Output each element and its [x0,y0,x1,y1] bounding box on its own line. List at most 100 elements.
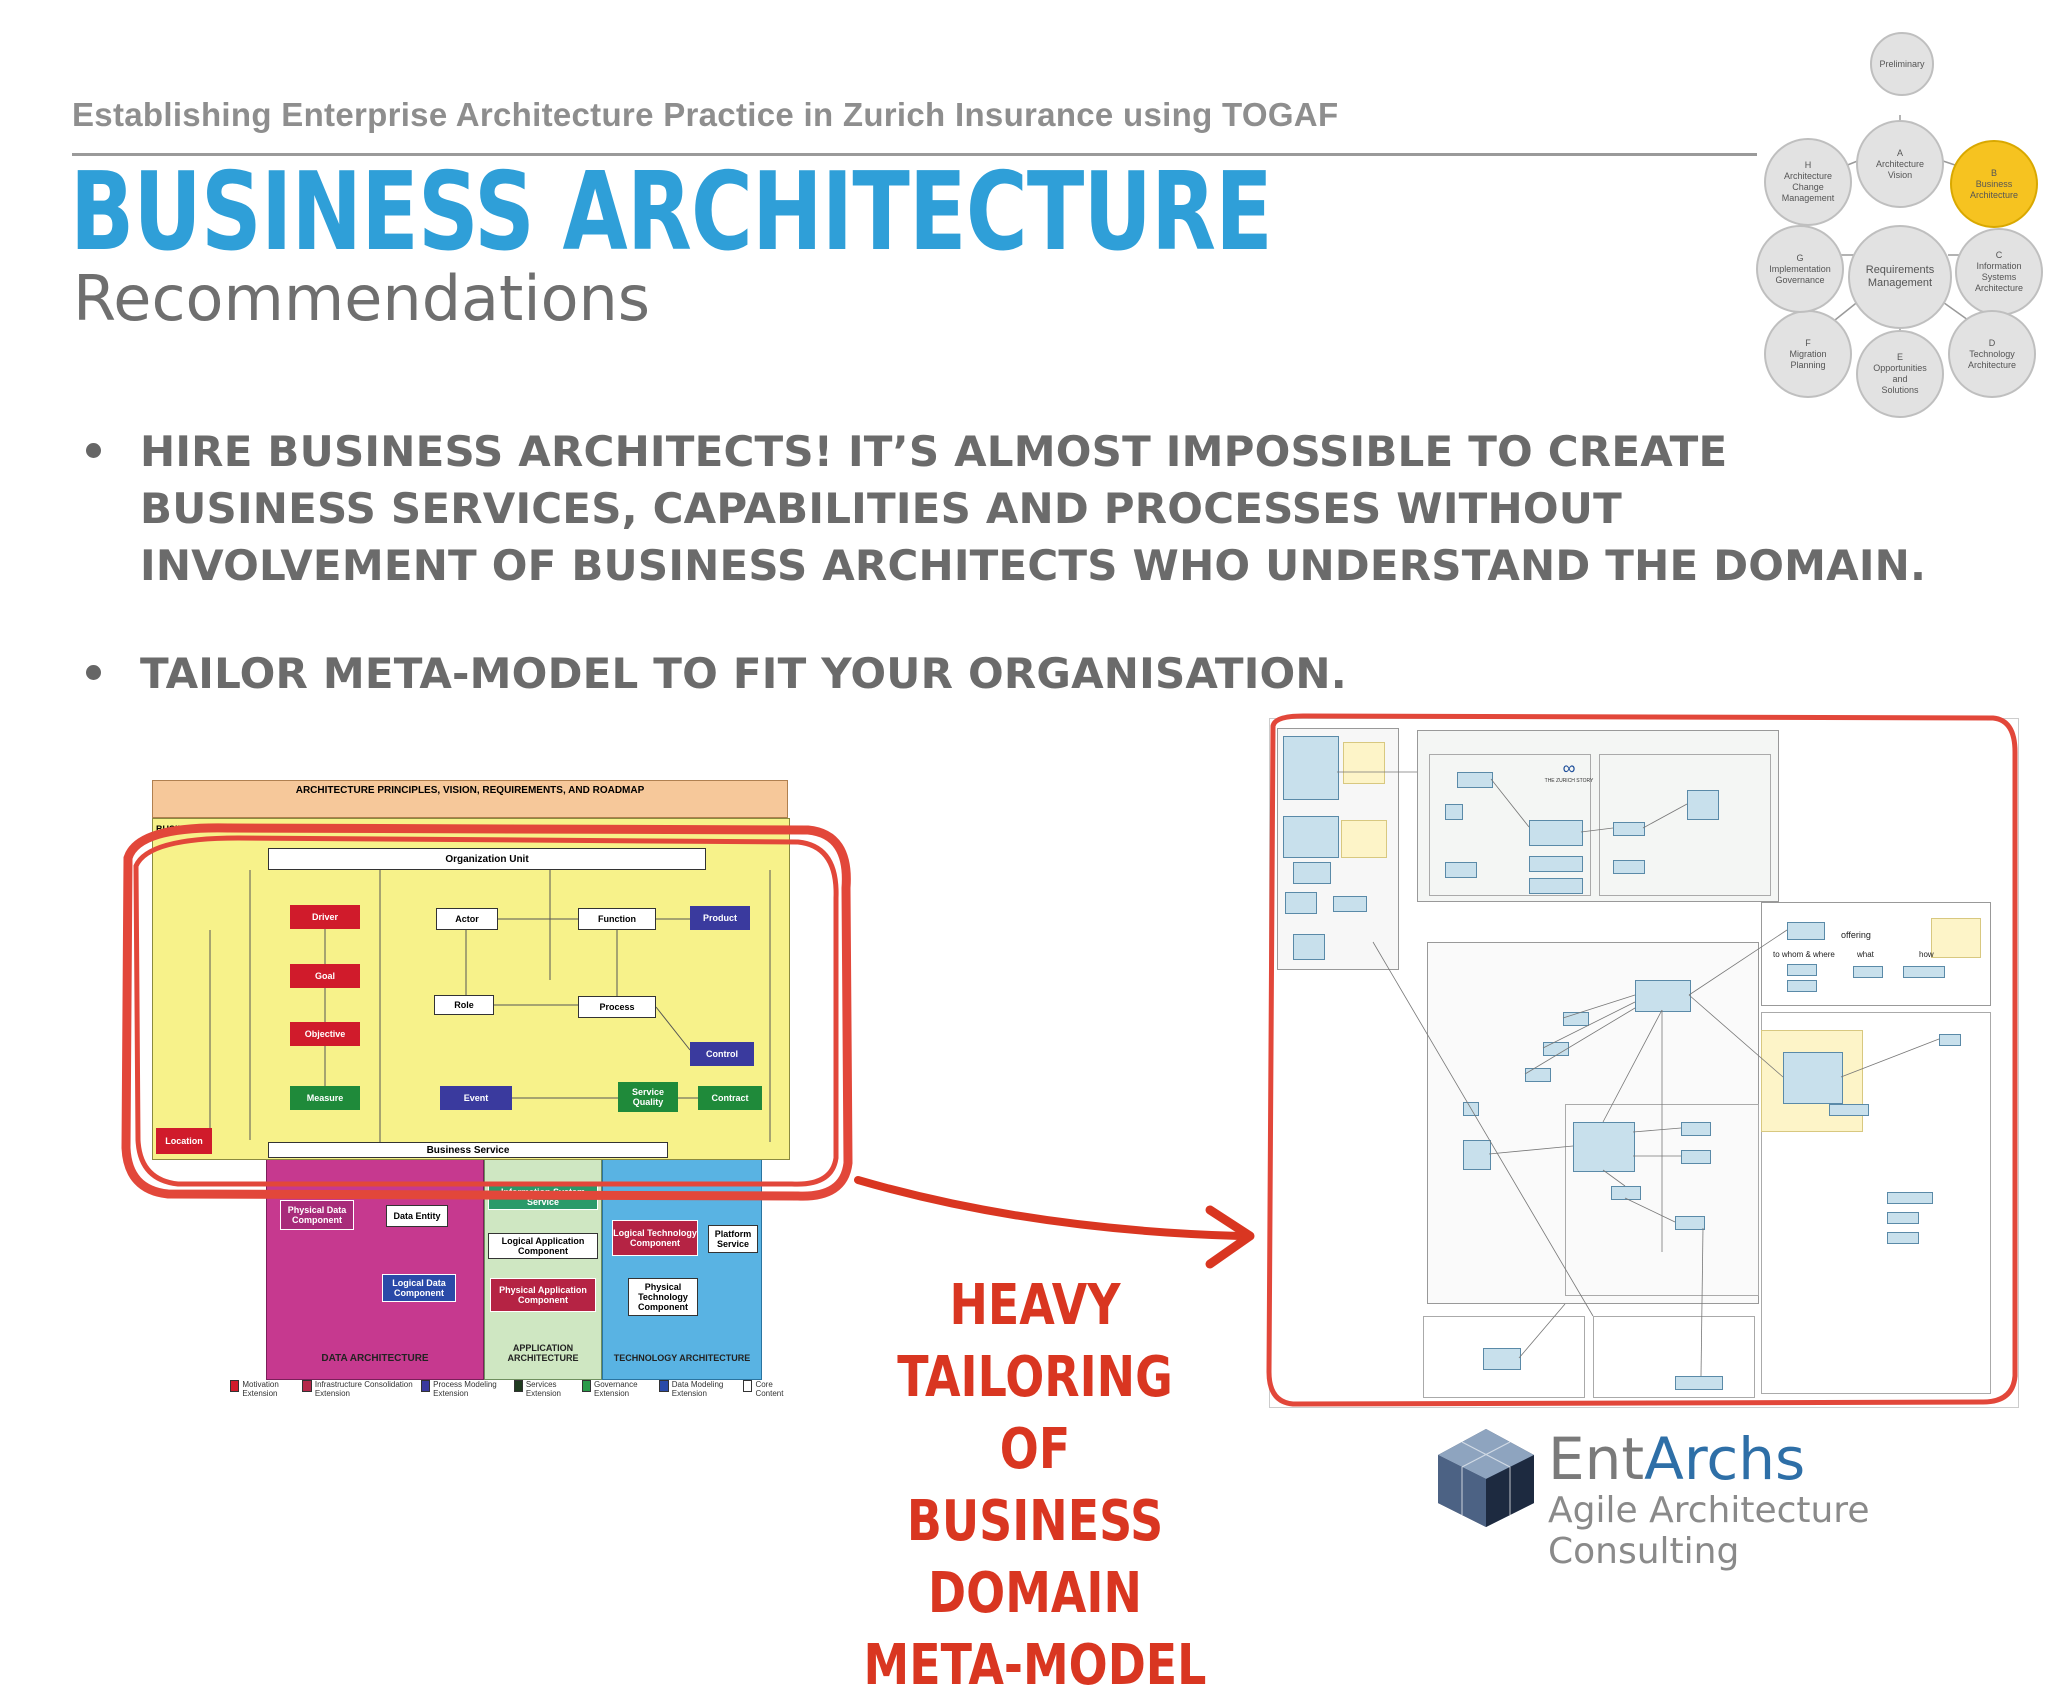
uml-package [1423,1316,1585,1398]
uml-package [1761,902,1991,1006]
header-divider [72,153,1757,156]
uml-class [1939,1034,1961,1046]
entarchs-tagline: Agile Architecture Consulting [1548,1490,1870,1572]
legend-swatch [302,1380,312,1392]
legend-swatch [659,1380,669,1392]
legend-swatch [230,1380,240,1392]
zurich-story-logo: ∞ THE ZURICH STORY [1539,758,1599,784]
bullet-text: HIRE BUSINESS ARCHITECTS! IT’S ALMOST IM… [140,427,1927,590]
zurich-story-text: THE ZURICH STORY [1544,778,1594,784]
legend-label: Data Modeling Extension [671,1380,724,1398]
brand-prefix: Ent [1548,1425,1645,1493]
adm-phase-e: E Opportunities and Solutions [1856,330,1944,418]
uml-class [1787,980,1817,992]
legend-swatch [513,1380,523,1392]
metamodel-function: Function [578,908,656,930]
uml-class [1613,860,1645,874]
uml-class [1853,966,1883,978]
platform-service: Platform Service [708,1225,758,1253]
metamodel-contract: Contract [698,1086,762,1110]
uml-class [1681,1150,1711,1164]
uml-class [1787,964,1817,976]
legend-label: Services Extension [525,1380,561,1398]
technology-architecture-label: TECHNOLOGY ARCHITECTURE [613,1353,751,1363]
adm-phase-c: C Information Systems Architecture [1955,228,2043,316]
adm-phase-a: A Architecture Vision [1856,120,1944,208]
business-service: Business Service [268,1142,668,1158]
uml-label-whom: to whom & where [1773,950,1835,959]
uml-class [1529,878,1583,894]
red-highlight-outline [121,823,853,1201]
tailoring-callout: HEAVY TAILORING OF BUSINESS DOMAIN META-… [855,1270,1216,1702]
legend-item: Process Modeling Extension [420,1380,508,1408]
uml-class [1887,1212,1919,1224]
legend-swatch [743,1380,753,1392]
data-entity: Data Entity [386,1205,448,1227]
zurich-story-icon: ∞ [1562,758,1576,778]
bullet-item: TAILOR META-MODEL TO FIT YOUR ORGANISATI… [86,645,1946,702]
togaf-metamodel-diagram: ARCHITECTURE PRINCIPLES, VISION, REQUIRE… [121,780,853,1410]
callout-line: META-MODEL [863,1633,1207,1698]
adm-phase-h: H Architecture Change Management [1764,138,1852,226]
slide-title: BUSINESS ARCHITECTURE [70,150,1273,275]
uml-class [1903,966,1945,978]
uml-class [1463,1140,1491,1170]
uml-package [1593,1316,1755,1398]
entarchs-logo-icon [1438,1429,1534,1527]
uml-class [1887,1232,1919,1244]
metamodel-process: Process [578,996,656,1018]
uml-class [1283,816,1339,858]
callout-line: HEAVY TAILORING OF [897,1273,1173,1482]
red-highlight-outline [1266,713,2018,1407]
uml-class [1829,1104,1869,1116]
physical-application-component: Physical Application Component [490,1278,596,1312]
metamodel-objective: Objective [290,1022,360,1046]
uml-class [1613,822,1645,836]
metamodel-role: Role [434,995,494,1015]
uml-label-what: what [1857,950,1874,959]
uml-class [1783,1052,1843,1104]
bullet-dot [86,665,101,680]
uml-package [1417,730,1779,902]
uml-note [1341,820,1387,858]
slide-subtitle: Recommendations [73,262,651,335]
metamodel-driver: Driver [290,905,360,929]
adm-phase-b: B Business Architecture [1950,140,2038,228]
legend-label: Governance Extension [593,1380,638,1398]
metamodel-legend: Motivation Extension Infrastructure Cons… [230,1380,790,1408]
uml-class [1445,804,1463,820]
legend-item: Infrastructure Consolidation Extension [302,1380,414,1408]
uml-class [1333,896,1367,912]
logical-data-component: Logical Data Component [382,1274,456,1302]
legend-label: Infrastructure Consolidation Extension [314,1380,413,1398]
legend-label: Process Modeling Extension [433,1380,497,1398]
togaf-adm-cycle: Preliminary A Architecture Vision B Busi… [1756,20,2043,418]
metamodel-product: Product [690,906,750,930]
adm-requirements-management: Requirements Management [1848,225,1952,329]
uml-package [1429,754,1591,896]
uml-class [1483,1348,1521,1370]
uml-class [1285,892,1317,914]
uml-class [1573,1122,1635,1172]
uml-label-how: how [1919,950,1934,959]
application-architecture-label: APPLICATION ARCHITECTURE [507,1343,579,1363]
uml-class [1635,980,1691,1012]
tailored-uml-model: offering to whom & where what how ∞ THE … [1263,712,2023,1412]
legend-item: Data Modeling Extension [659,1380,737,1408]
metamodel-event: Event [440,1086,512,1110]
uml-note [1343,742,1385,784]
adm-phase-f: F Migration Planning [1764,310,1852,398]
data-architecture-label: DATA ARCHITECTURE [321,1352,429,1364]
uml-class [1787,922,1825,940]
logical-application-component: Logical Application Component [488,1233,598,1259]
uml-class [1529,820,1583,846]
uml-class [1525,1068,1551,1082]
adm-phase-d: D Technology Architecture [1948,310,2036,398]
uml-package [1761,1012,1991,1394]
uml-label-offering: offering [1841,930,1871,940]
legend-item: Motivation Extension [230,1380,296,1408]
legend-label: Core Content [755,1380,784,1398]
physical-technology-component: Physical Technology Component [628,1278,698,1316]
uml-note [1931,918,1981,958]
uml-class [1293,862,1331,884]
